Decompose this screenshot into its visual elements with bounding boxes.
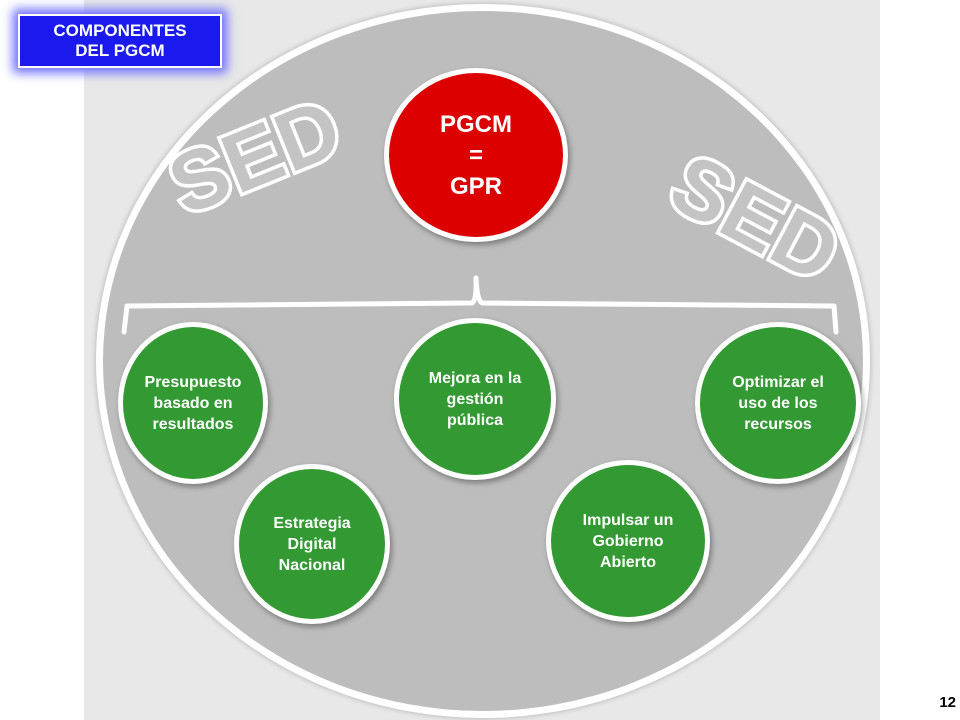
pgcm-gpr-node: PGCM = GPR (384, 68, 568, 242)
component-label: Impulsar un Gobierno Abierto (582, 511, 674, 571)
page-number: 12 (939, 694, 956, 711)
pgcm-gpr-label: PGCM = GPR (440, 110, 512, 200)
component-label: Presupuesto basado en resultados (144, 373, 242, 433)
component-label: Optimizar el uso de los recursos (732, 373, 824, 433)
component-label: Mejora en la gestión pública (428, 369, 522, 429)
component-gobierno-abierto-node: Impulsar un Gobierno Abierto (546, 460, 710, 622)
title-text: COMPONENTES DEL PGCM (53, 21, 187, 60)
component-presupuesto-node: Presupuesto basado en resultados (118, 322, 268, 484)
component-optimizar-recursos-node: Optimizar el uso de los recursos (695, 322, 861, 484)
component-mejora-gestion-node: Mejora en la gestión pública (394, 318, 556, 480)
component-estrategia-digital-node: Estrategia Digital Nacional (234, 464, 390, 624)
component-label: Estrategia Digital Nacional (273, 514, 351, 574)
title-badge: COMPONENTES DEL PGCM (18, 14, 222, 68)
